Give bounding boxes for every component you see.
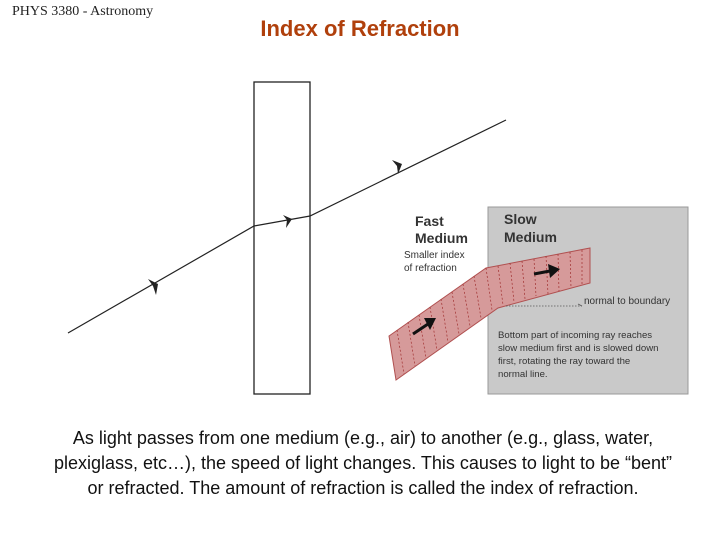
- normal-label: normal to boundary: [584, 296, 670, 307]
- smaller-index-label: Smaller index of refraction: [404, 250, 467, 274]
- fast-medium-label: Fast Medium: [415, 213, 468, 246]
- ray-arrow-inside: [283, 215, 292, 228]
- glass-slab: [254, 82, 310, 394]
- refraction-figure: Fast Medium Smaller index of refraction …: [0, 0, 720, 420]
- caption-text: As light passes from one medium (e.g., a…: [48, 426, 678, 501]
